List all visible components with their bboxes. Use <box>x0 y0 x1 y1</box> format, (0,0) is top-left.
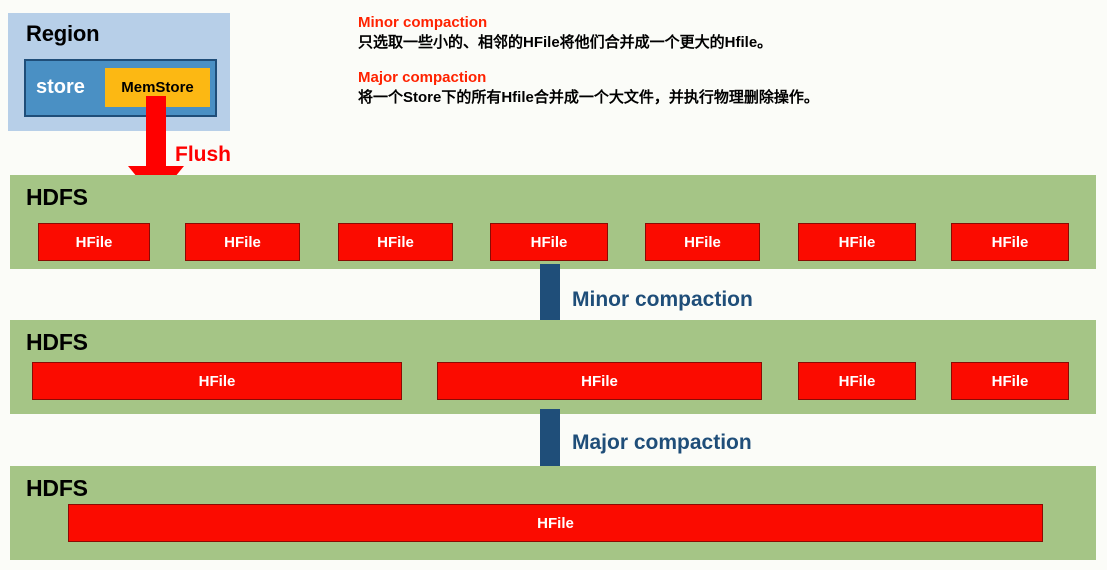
note-spacer <box>358 52 819 69</box>
hfile-box: HFile <box>38 223 150 261</box>
hfile-label: HFile <box>991 233 1029 251</box>
major-compaction-label: Major compaction <box>572 431 752 454</box>
hfile-box: HFile <box>338 223 453 261</box>
store-label: store <box>36 76 85 98</box>
flush-arrow-down-icon <box>128 96 184 200</box>
note-body-minor: 只选取一些小的、相邻的HFile将他们合并成一个更大的Hfile。 <box>358 33 773 51</box>
flush-label: Flush <box>175 143 231 166</box>
hfile-box: HFile <box>32 362 402 400</box>
hfile-box: HFile <box>798 362 916 400</box>
hfile-label: HFile <box>684 233 721 251</box>
hfile-box: HFile <box>185 223 300 261</box>
store-box: store MemStore <box>24 59 217 117</box>
hdfs-title-1: HDFS <box>26 184 88 210</box>
hfile-box: HFile <box>68 504 1043 542</box>
minor-compaction-label: Minor compaction <box>572 288 753 311</box>
notes-panel: Minor compaction 只选取一些小的、相邻的HFile将他们合并成一… <box>358 14 819 108</box>
hfile-box: HFile <box>951 362 1069 400</box>
hfile-label: HFile <box>838 233 876 251</box>
hfile-box: HFile <box>798 223 916 261</box>
hfile-label: HFile <box>530 233 568 251</box>
hfile-label: HFile <box>581 372 618 390</box>
hdfs-band-1: HDFS HFile HFile HFile HFile HFile HFile… <box>10 175 1096 269</box>
hfile-label: HFile <box>991 372 1029 390</box>
hfile-label: HFile <box>198 372 236 390</box>
hfile-box: HFile <box>437 362 762 400</box>
hfile-label: HFile <box>838 372 876 390</box>
hfile-box: HFile <box>645 223 760 261</box>
note-body-major: 将一个Store下的所有Hfile合并成一个大文件，并执行物理删除操作。 <box>358 89 819 106</box>
note-heading-minor: Minor compaction <box>358 14 488 31</box>
region-box: Region store MemStore <box>8 13 230 131</box>
note-heading-major: Major compaction <box>358 69 487 87</box>
hfile-label: HFile <box>537 514 574 532</box>
hfile-box: HFile <box>490 223 608 261</box>
region-title: Region <box>26 21 100 46</box>
hdfs-title-3: HDFS <box>26 475 88 501</box>
hfile-label: HFile <box>75 233 113 251</box>
hdfs-title-2: HDFS <box>26 329 88 355</box>
hdfs-band-2: HDFS HFile HFile HFile HFile <box>10 320 1096 414</box>
hdfs-band-3: HDFS HFile <box>10 466 1096 560</box>
hfile-label: HFile <box>377 233 414 251</box>
hfile-box: HFile <box>951 223 1069 261</box>
memstore-label: MemStore <box>121 79 194 96</box>
hfile-label: HFile <box>224 233 261 251</box>
